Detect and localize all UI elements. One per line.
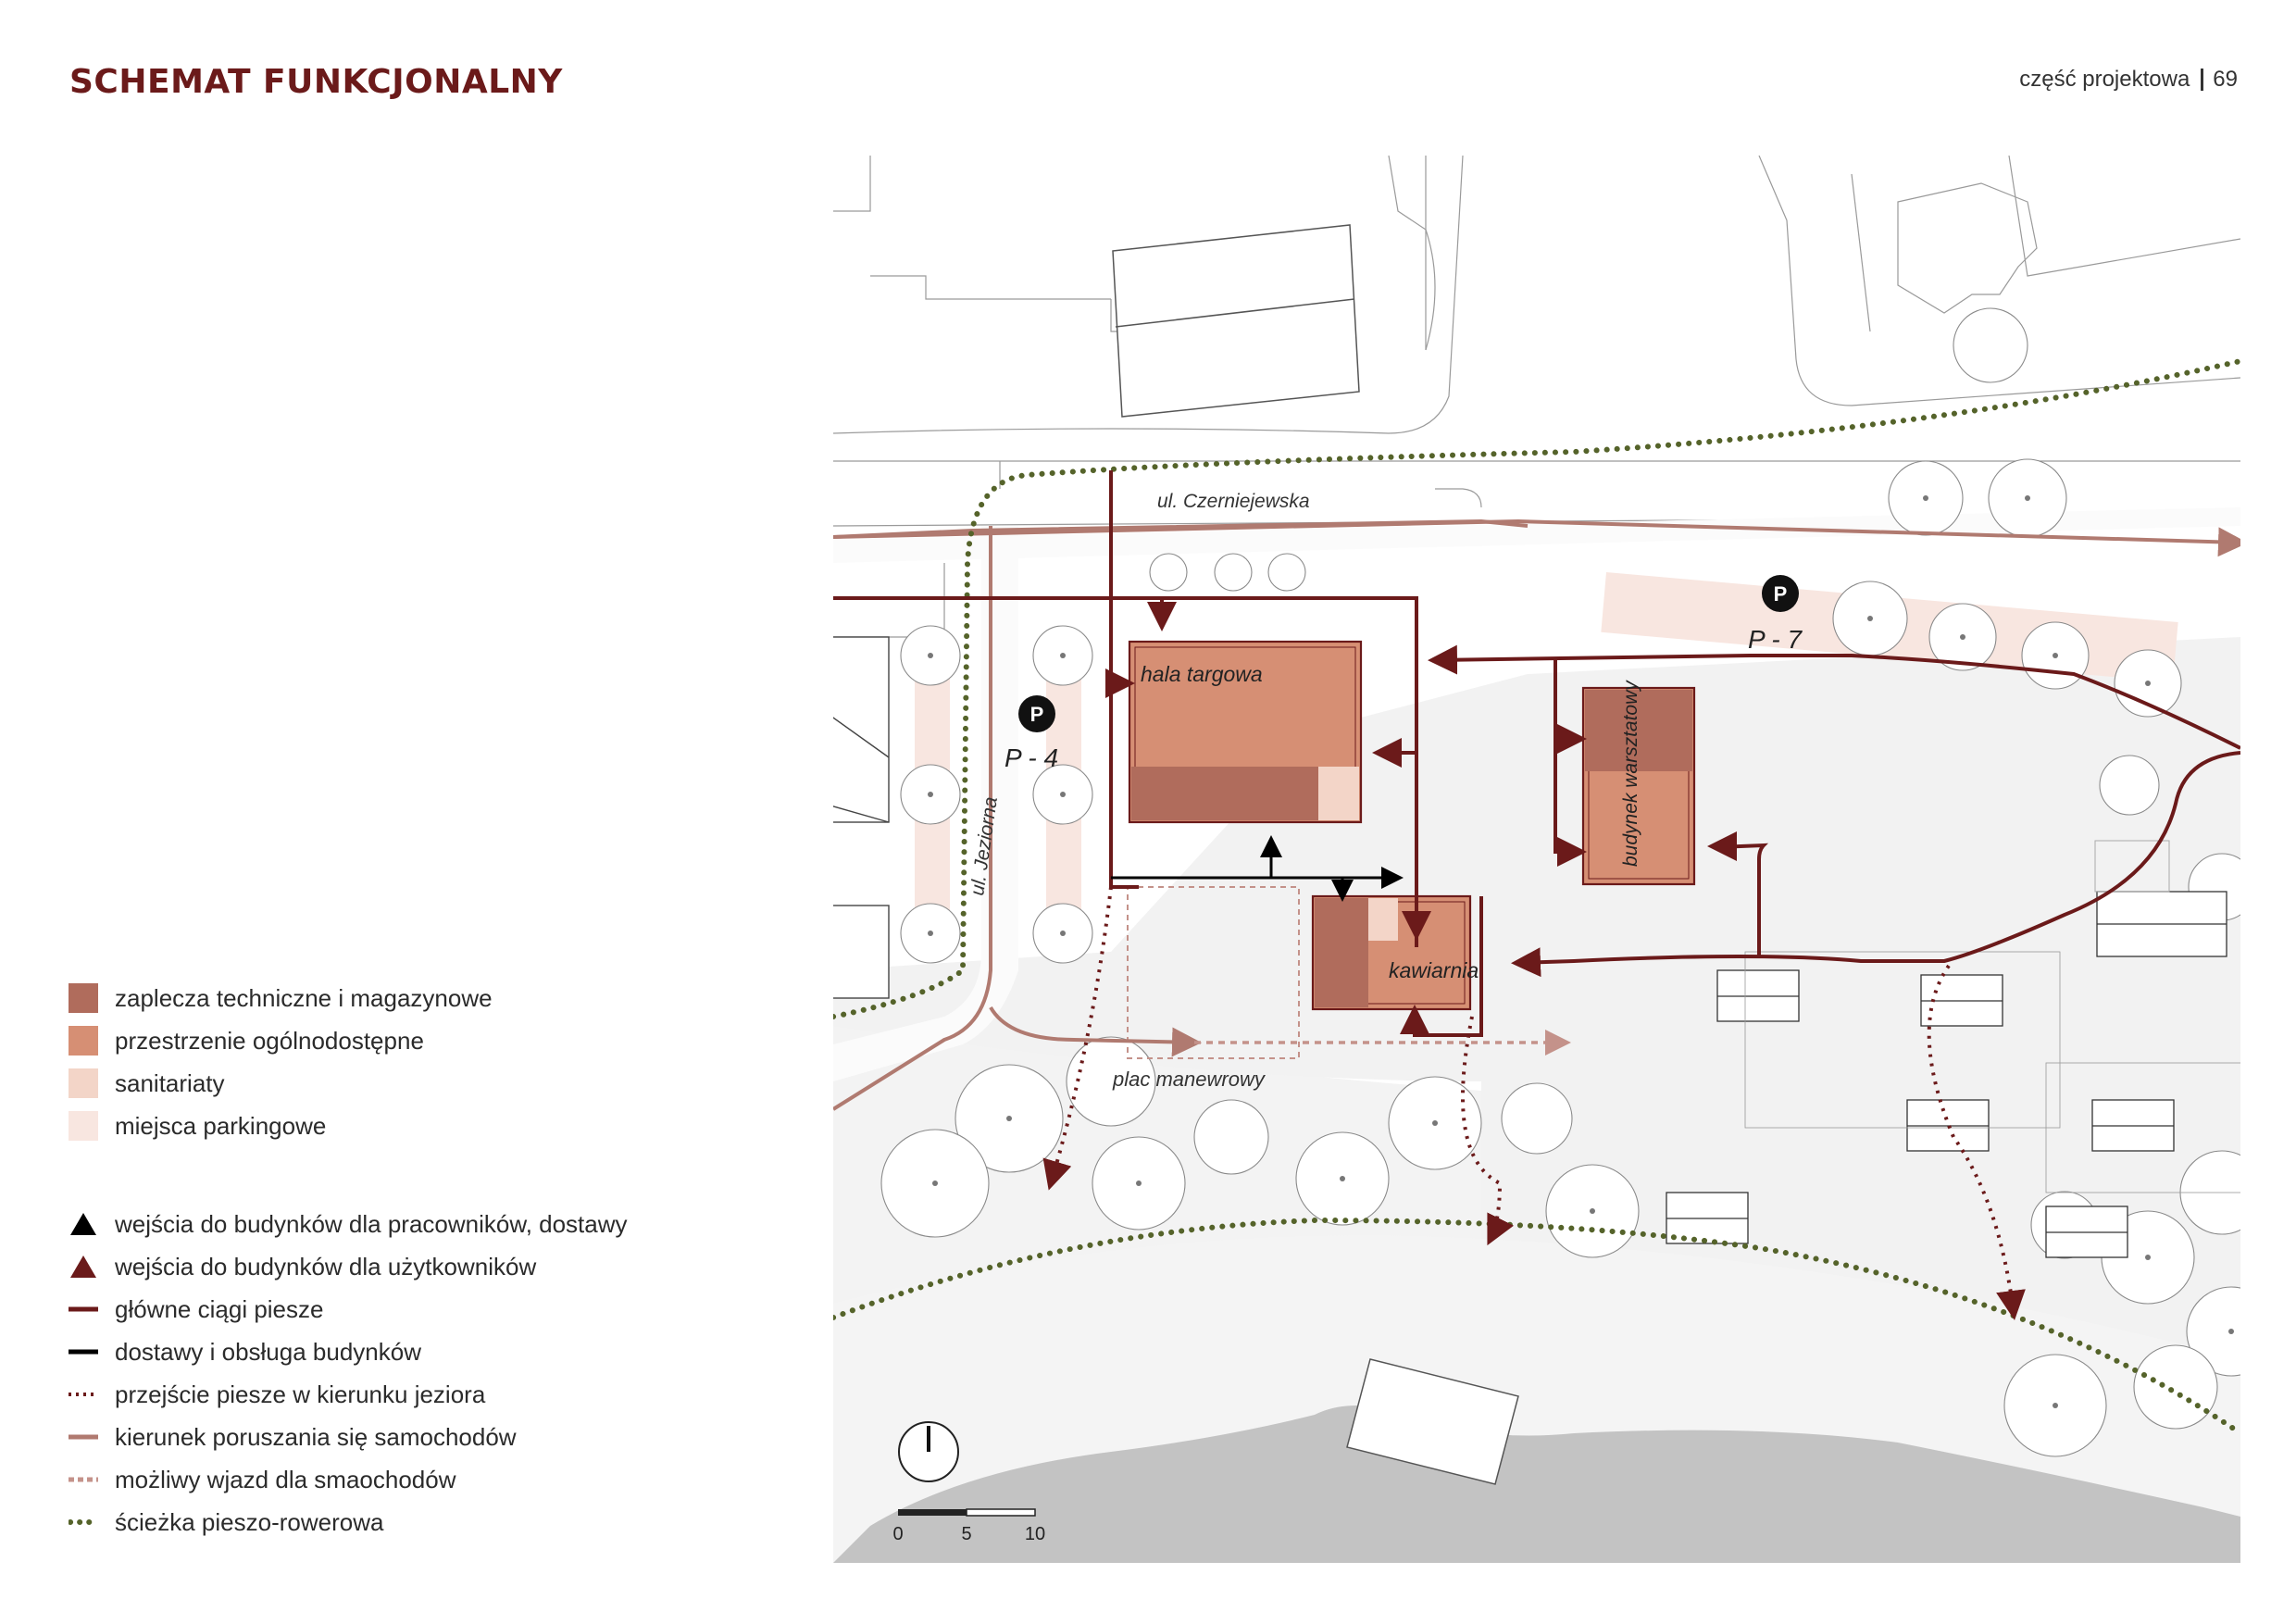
maroon-dotted-line-icon [69, 1393, 98, 1396]
parking-p4-symbol: P [1030, 703, 1044, 726]
scale-label-0: 0 [892, 1524, 903, 1544]
lake [833, 1405, 2240, 1563]
scale-label-5: 5 [961, 1524, 971, 1544]
legend-item-parking: miejsca parkingowe [69, 1105, 628, 1147]
parking-p4-label: P - 4 [1004, 743, 1058, 772]
maneuver-area-label: plac manewrowy [1112, 1068, 1267, 1091]
black-line-icon [69, 1349, 98, 1355]
pedestrian-to-lake [1042, 886, 2026, 1320]
legend-item-bike-path: ścieżka pieszo-rowerowa [69, 1501, 628, 1543]
page-title: SCHEMAT FUNKCJONALNY [69, 63, 563, 101]
building-workshop: budynek warsztatowy [1581, 680, 1696, 886]
section-name: część projektowa [2019, 67, 2190, 92]
scale-label-10: 10 [1025, 1524, 1045, 1544]
maroon-triangle-icon [70, 1255, 96, 1278]
maroon-line-icon [69, 1306, 98, 1312]
pink-dashed-line-icon [69, 1477, 98, 1482]
pink-line-icon [69, 1434, 98, 1440]
workshop-label: budynek warsztatowy [1620, 680, 1641, 867]
scale-bar: 0 5 10 [892, 1508, 1045, 1544]
legend-label: przestrzenie ogólnodostępne [115, 1026, 424, 1055]
green-dotted-line-icon [69, 1519, 98, 1525]
building-hala-targowa: hala targowa [1128, 640, 1363, 824]
swatch-sanitary [69, 1068, 98, 1098]
pier [1346, 1358, 1519, 1485]
parking-p7: P P - 7 [1748, 575, 1803, 654]
hall-label: hala targowa [1141, 662, 1263, 686]
legend-label: główne ciągi piesze [115, 1294, 324, 1323]
legend-label: miejsca parkingowe [115, 1111, 327, 1140]
legend-label: przejście piesze w kierunku jeziora [115, 1380, 486, 1408]
legend-item-lake-path: przejście piesze w kierunku jeziora [69, 1373, 628, 1416]
swatch-parking [69, 1111, 98, 1141]
legend-label: ścieżka pieszo-rowerowa [115, 1507, 384, 1536]
legend-item-technical: zaplecza techniczne i magazynowe [69, 977, 628, 1019]
legend-item-public: przestrzenie ogólnodostępne [69, 1019, 628, 1062]
maneuver-area [1127, 886, 1300, 1059]
delivery-lines [1111, 835, 1404, 902]
parking-p7-label: P - 7 [1748, 625, 1803, 654]
swatch-technical [69, 983, 98, 1013]
street-north-label: ul. Czerniejewska [1157, 491, 1310, 512]
main-pedestrian-routes [833, 470, 2240, 1037]
neighbouring-building [1112, 224, 1360, 418]
legend-label: dostawy i obsługa budynków [115, 1337, 421, 1366]
legend-label: możliwy wjazd dla smaochodów [115, 1465, 456, 1493]
car-direction-lines [833, 518, 2240, 1111]
header-divider [2201, 69, 2204, 91]
legend-label: kierunek poruszania się samochodów [115, 1422, 517, 1451]
parking-p7-symbol: P [1774, 582, 1788, 606]
legend-item-staff-entrance: wejścia do budynków dla pracowników, dos… [69, 1203, 628, 1245]
page-header-meta: część projektowa 69 [2019, 67, 2238, 93]
black-triangle-icon [70, 1213, 96, 1235]
legend: zaplecza techniczne i magazynowe przestr… [69, 977, 628, 1543]
legend-label: zaplecza techniczne i magazynowe [115, 983, 493, 1012]
legend-label: sanitariaty [115, 1068, 225, 1097]
legend-item-user-entrance: wejścia do budynków dla użytkowników [69, 1245, 628, 1288]
legend-label: wejścia do budynków dla pracowników, dos… [115, 1209, 628, 1238]
seating-grids [1744, 951, 2240, 1193]
west-buildings [833, 636, 890, 999]
legend-label: wejścia do budynków dla użytkowników [115, 1252, 537, 1280]
site-plan-map: plac manewrowy hala targowa kawiarnia bu… [833, 156, 2240, 1563]
tree-trunks [928, 495, 2234, 1408]
swatch-public [69, 1026, 98, 1056]
legend-item-main-pedestrian: główne ciągi piesze [69, 1288, 628, 1330]
parking-p4: P P - 4 [1004, 695, 1058, 772]
north-arrow-icon [898, 1421, 959, 1482]
legend-item-delivery: dostawy i obsługa budynków [69, 1330, 628, 1373]
legend-item-car-entry: możliwy wjazd dla smaochodów [69, 1458, 628, 1501]
page-number: 69 [2213, 67, 2238, 92]
cafe-label: kawiarnia [1389, 958, 1479, 982]
legend-item-sanitary: sanitariaty [69, 1062, 628, 1105]
building-kawiarnia: kawiarnia [1311, 894, 1479, 1011]
legend-item-car-direction: kierunek poruszania się samochodów [69, 1416, 628, 1458]
